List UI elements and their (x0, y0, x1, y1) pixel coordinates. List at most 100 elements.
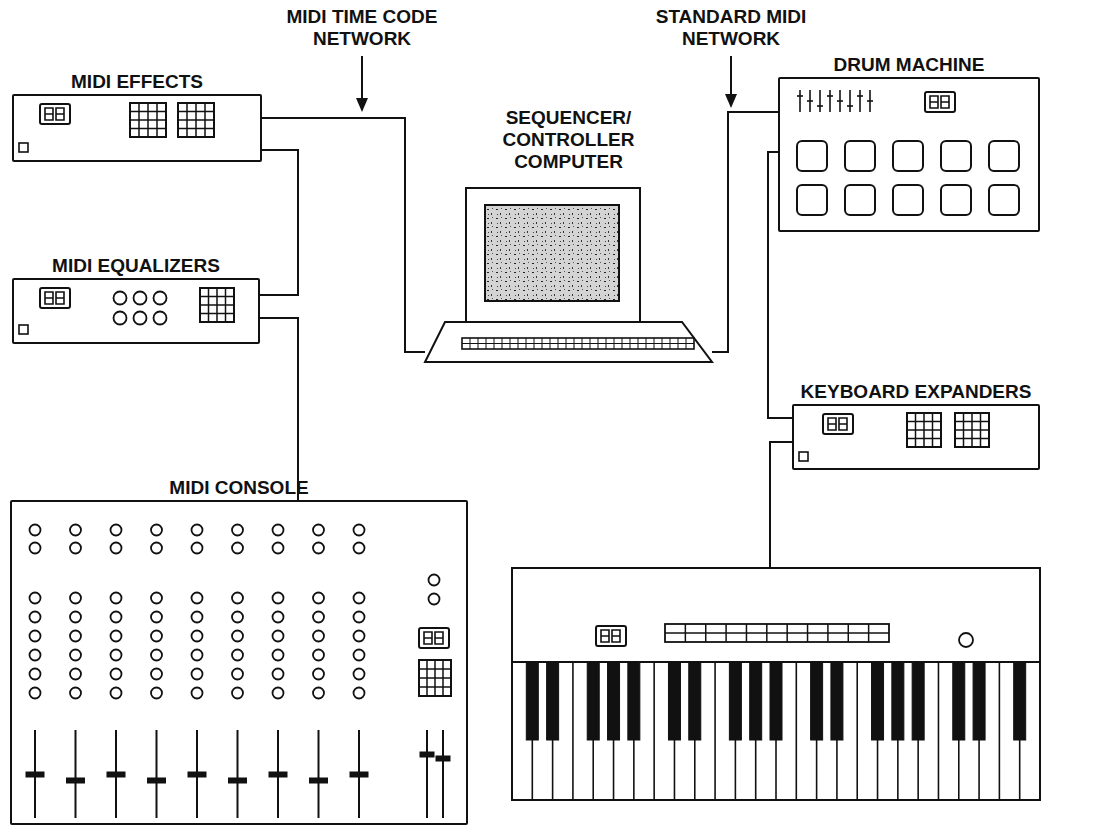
computer-keyboard (462, 338, 694, 349)
console-knob (111, 525, 122, 536)
button-grid (178, 103, 214, 137)
white-key (796, 662, 798, 800)
console-knob (151, 543, 162, 554)
expander-unit: KEYBOARD EXPANDERS (792, 404, 1040, 470)
monitor-screen (485, 205, 619, 301)
device-heading: KEYBOARD EXPANDERS (801, 381, 1032, 403)
black-key (912, 662, 924, 740)
patch-button-line (868, 624, 870, 642)
grid-line (130, 128, 166, 130)
console-knob (111, 650, 122, 661)
grid-line (955, 438, 989, 440)
patch-button-line (766, 624, 768, 642)
console-knob (232, 688, 243, 699)
console-knob (30, 543, 41, 554)
black-key (750, 662, 762, 740)
fader-cap (229, 778, 247, 783)
console-knob (30, 612, 41, 623)
fader-cap (857, 95, 863, 97)
fader-cap (817, 105, 823, 107)
console-knob (70, 669, 81, 680)
arrow-head (356, 98, 368, 112)
patch-button-line (685, 624, 687, 642)
black-key (872, 662, 884, 740)
patch-button-line (807, 624, 809, 642)
black-key (811, 662, 823, 740)
console-knob (273, 543, 284, 554)
drum-pad (893, 185, 923, 215)
console-knob (70, 631, 81, 642)
synth-keyboard (512, 568, 1040, 800)
drum-fader (799, 90, 801, 112)
grid-line (204, 103, 206, 137)
console-knob (151, 593, 162, 604)
black-key (729, 662, 741, 740)
grid-line (980, 413, 982, 447)
console-knob (30, 593, 41, 604)
console-knob (192, 650, 203, 661)
network-label: MIDI TIME CODE NETWORK (262, 6, 462, 50)
console-knob (30, 650, 41, 661)
midi-cable (260, 150, 298, 295)
console-knob (70, 612, 81, 623)
black-key (526, 662, 538, 740)
black-key (953, 662, 965, 740)
led-digit (424, 632, 432, 644)
black-key (608, 662, 620, 740)
drum-pad (989, 141, 1019, 171)
console-knob (232, 525, 243, 536)
patch-button-line (665, 632, 889, 634)
fader-cap (436, 756, 450, 761)
drum-pad (941, 185, 971, 215)
grid-line (419, 677, 451, 679)
console-knob (354, 688, 365, 699)
led-digit (435, 632, 443, 644)
console-knob (30, 669, 41, 680)
drum-pad (797, 185, 827, 215)
console-knob (192, 631, 203, 642)
drum-pad (941, 141, 971, 171)
equalizer-unit: MIDI EQUALIZERS (12, 278, 260, 344)
led-digit (45, 108, 53, 120)
fader-cap (837, 100, 843, 102)
console-knob (273, 612, 284, 623)
console-knob (313, 669, 324, 680)
fader-cap (420, 752, 434, 757)
power-led (799, 452, 808, 461)
drum-machine: DRUM MACHINE (778, 77, 1040, 232)
console-knob (192, 525, 203, 536)
fader-cap (797, 95, 803, 97)
black-key (892, 662, 904, 740)
console-knob (30, 688, 41, 699)
volume-knob (959, 633, 973, 647)
led-digit (56, 292, 64, 304)
patch-button-line (725, 624, 727, 642)
eq-knob (154, 292, 167, 305)
device-heading: DRUM MACHINE (834, 54, 985, 76)
console-knob (70, 543, 81, 554)
drum-pad (845, 185, 875, 215)
console-knob (313, 688, 324, 699)
drum-fader (829, 90, 831, 112)
console-knob (70, 650, 81, 661)
button-grid (955, 413, 989, 447)
console-knob (192, 688, 203, 699)
fader-track (426, 730, 428, 818)
console-knob (232, 631, 243, 642)
white-key (856, 662, 858, 800)
led-digit (612, 630, 620, 642)
grid-line (932, 413, 934, 447)
white-key (938, 662, 940, 800)
patch-button-line (705, 624, 707, 642)
console-knob (111, 631, 122, 642)
led-display (925, 92, 955, 112)
black-key (770, 662, 782, 740)
device-heading: MIDI CONSOLE (169, 477, 308, 499)
key-cell (462, 343, 694, 344)
drum-fader (859, 90, 861, 112)
console-knob (151, 688, 162, 699)
fader-cap (26, 772, 44, 777)
console-knob (111, 593, 122, 604)
drum-pad (845, 141, 875, 171)
grid-line (907, 438, 941, 440)
